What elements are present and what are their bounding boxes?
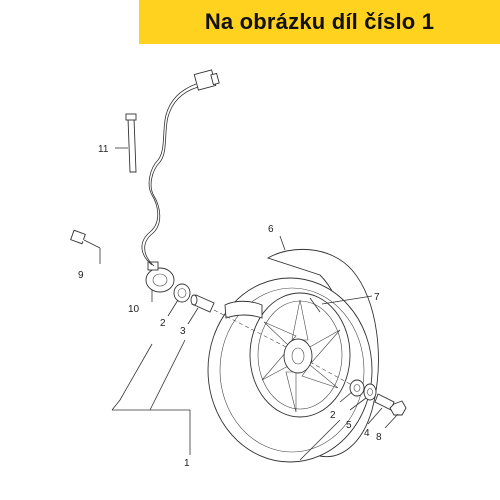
hub-center bbox=[291, 347, 305, 365]
banner-text: Na obrázku díl číslo 1 bbox=[204, 9, 435, 34]
callout-4: 4 bbox=[364, 428, 370, 439]
callout-5: 5 bbox=[346, 420, 352, 431]
speed-sensor bbox=[145, 261, 175, 293]
callout-1: 1 bbox=[184, 458, 190, 469]
callout-6: 6 bbox=[268, 224, 274, 235]
callout-10: 10 bbox=[128, 304, 140, 315]
callout-8: 8 bbox=[376, 432, 382, 443]
nut-right bbox=[389, 400, 407, 416]
bearing-left bbox=[173, 283, 191, 303]
tire-inner-edge bbox=[219, 287, 365, 453]
cable-tie bbox=[125, 113, 137, 173]
spacer-left bbox=[190, 294, 215, 313]
highlight-banner: Na obrázku díl číslo 1 bbox=[139, 0, 500, 44]
hub bbox=[283, 338, 313, 374]
axle-bolt bbox=[70, 229, 131, 263]
callout-2-left: 2 bbox=[160, 318, 166, 329]
callout-2-right: 2 bbox=[330, 410, 336, 421]
callout-9: 9 bbox=[78, 270, 84, 281]
tire-left-shoulder bbox=[224, 300, 263, 319]
callout-11: 11 bbox=[98, 144, 109, 155]
wheel-assembly bbox=[207, 248, 379, 463]
callout-3: 3 bbox=[180, 326, 186, 337]
leader-lines bbox=[83, 147, 399, 461]
oil-seal-right bbox=[363, 383, 377, 401]
axle-centerline-right bbox=[309, 361, 351, 385]
sensor-cable bbox=[141, 69, 220, 267]
callout-7: 7 bbox=[374, 292, 380, 303]
bearing-right bbox=[349, 379, 365, 397]
valve-stem bbox=[309, 297, 321, 313]
